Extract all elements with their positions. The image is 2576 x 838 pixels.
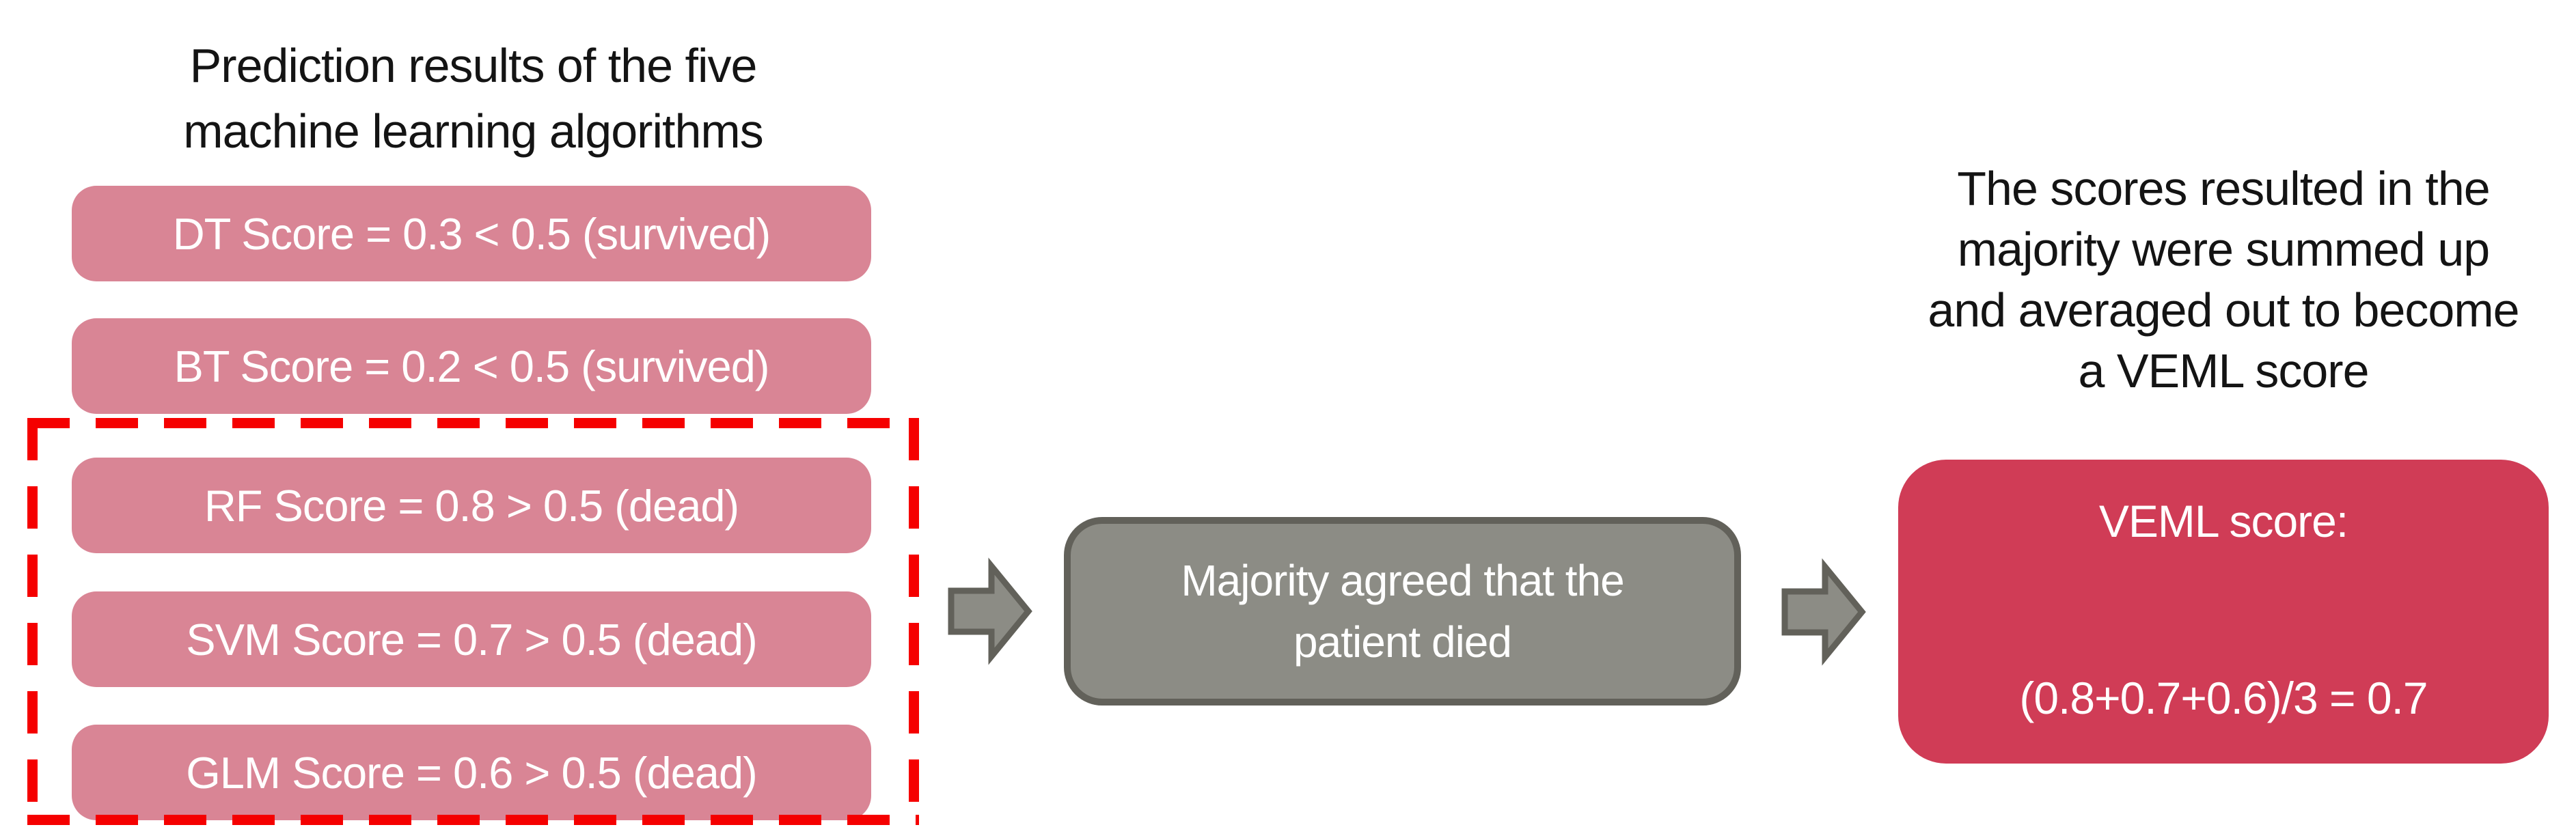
prediction-box-rf: RF Score = 0.8 > 0.5 (dead) [72,458,871,553]
right-column-title: The scores resulted in the majority were… [1779,158,2576,402]
right-title-line-1: The scores resulted in the [1957,162,2490,215]
arrow-right-icon [1781,558,1866,666]
prediction-box-glm: GLM Score = 0.6 > 0.5 (dead) [72,725,871,820]
left-column-title: Prediction results of the five machine l… [0,33,946,164]
veml-score-heading: VEML score: [2098,496,2348,546]
prediction-box-bt: BT Score = 0.2 < 0.5 (survived) [72,318,871,414]
dashed-edge-top [27,418,919,428]
prediction-box-svm: SVM Score = 0.7 > 0.5 (dead) [72,591,871,687]
left-title-line-1: Prediction results of the five [189,39,758,92]
majority-box: Majority agreed that the patient died [1064,517,1741,706]
dead-majority-dashed-outline [27,418,919,825]
dashed-edge-left [27,418,38,825]
prediction-box-dt-label: DT Score = 0.3 < 0.5 (survived) [172,208,771,259]
arrow-right-icon [948,557,1032,665]
prediction-box-svm-label: SVM Score = 0.7 > 0.5 (dead) [186,614,758,665]
prediction-box-bt-label: BT Score = 0.2 < 0.5 (survived) [174,341,769,391]
prediction-box-rf-label: RF Score = 0.8 > 0.5 (dead) [204,480,739,531]
right-title-line-2: majority were summed up [1957,223,2490,276]
right-title-line-3: and averaged out to become [1928,283,2519,337]
majority-box-line-2: patient died [1293,617,1512,667]
dashed-edge-bottom [27,815,919,825]
veml-score-box: VEML score: (0.8+0.7+0.6)/3 = 0.7 [1898,460,2549,764]
left-title-line-2: machine learning algorithms [183,104,763,158]
majority-box-text: Majority agreed that the patient died [1181,550,1624,673]
veml-score-formula: (0.8+0.7+0.6)/3 = 0.7 [2019,673,2428,723]
right-title-line-4: a VEML score [2078,344,2369,397]
majority-box-line-1: Majority agreed that the [1181,556,1624,605]
prediction-box-glm-label: GLM Score = 0.6 > 0.5 (dead) [186,747,758,798]
dashed-edge-right [909,418,919,825]
prediction-box-dt: DT Score = 0.3 < 0.5 (survived) [72,186,871,281]
